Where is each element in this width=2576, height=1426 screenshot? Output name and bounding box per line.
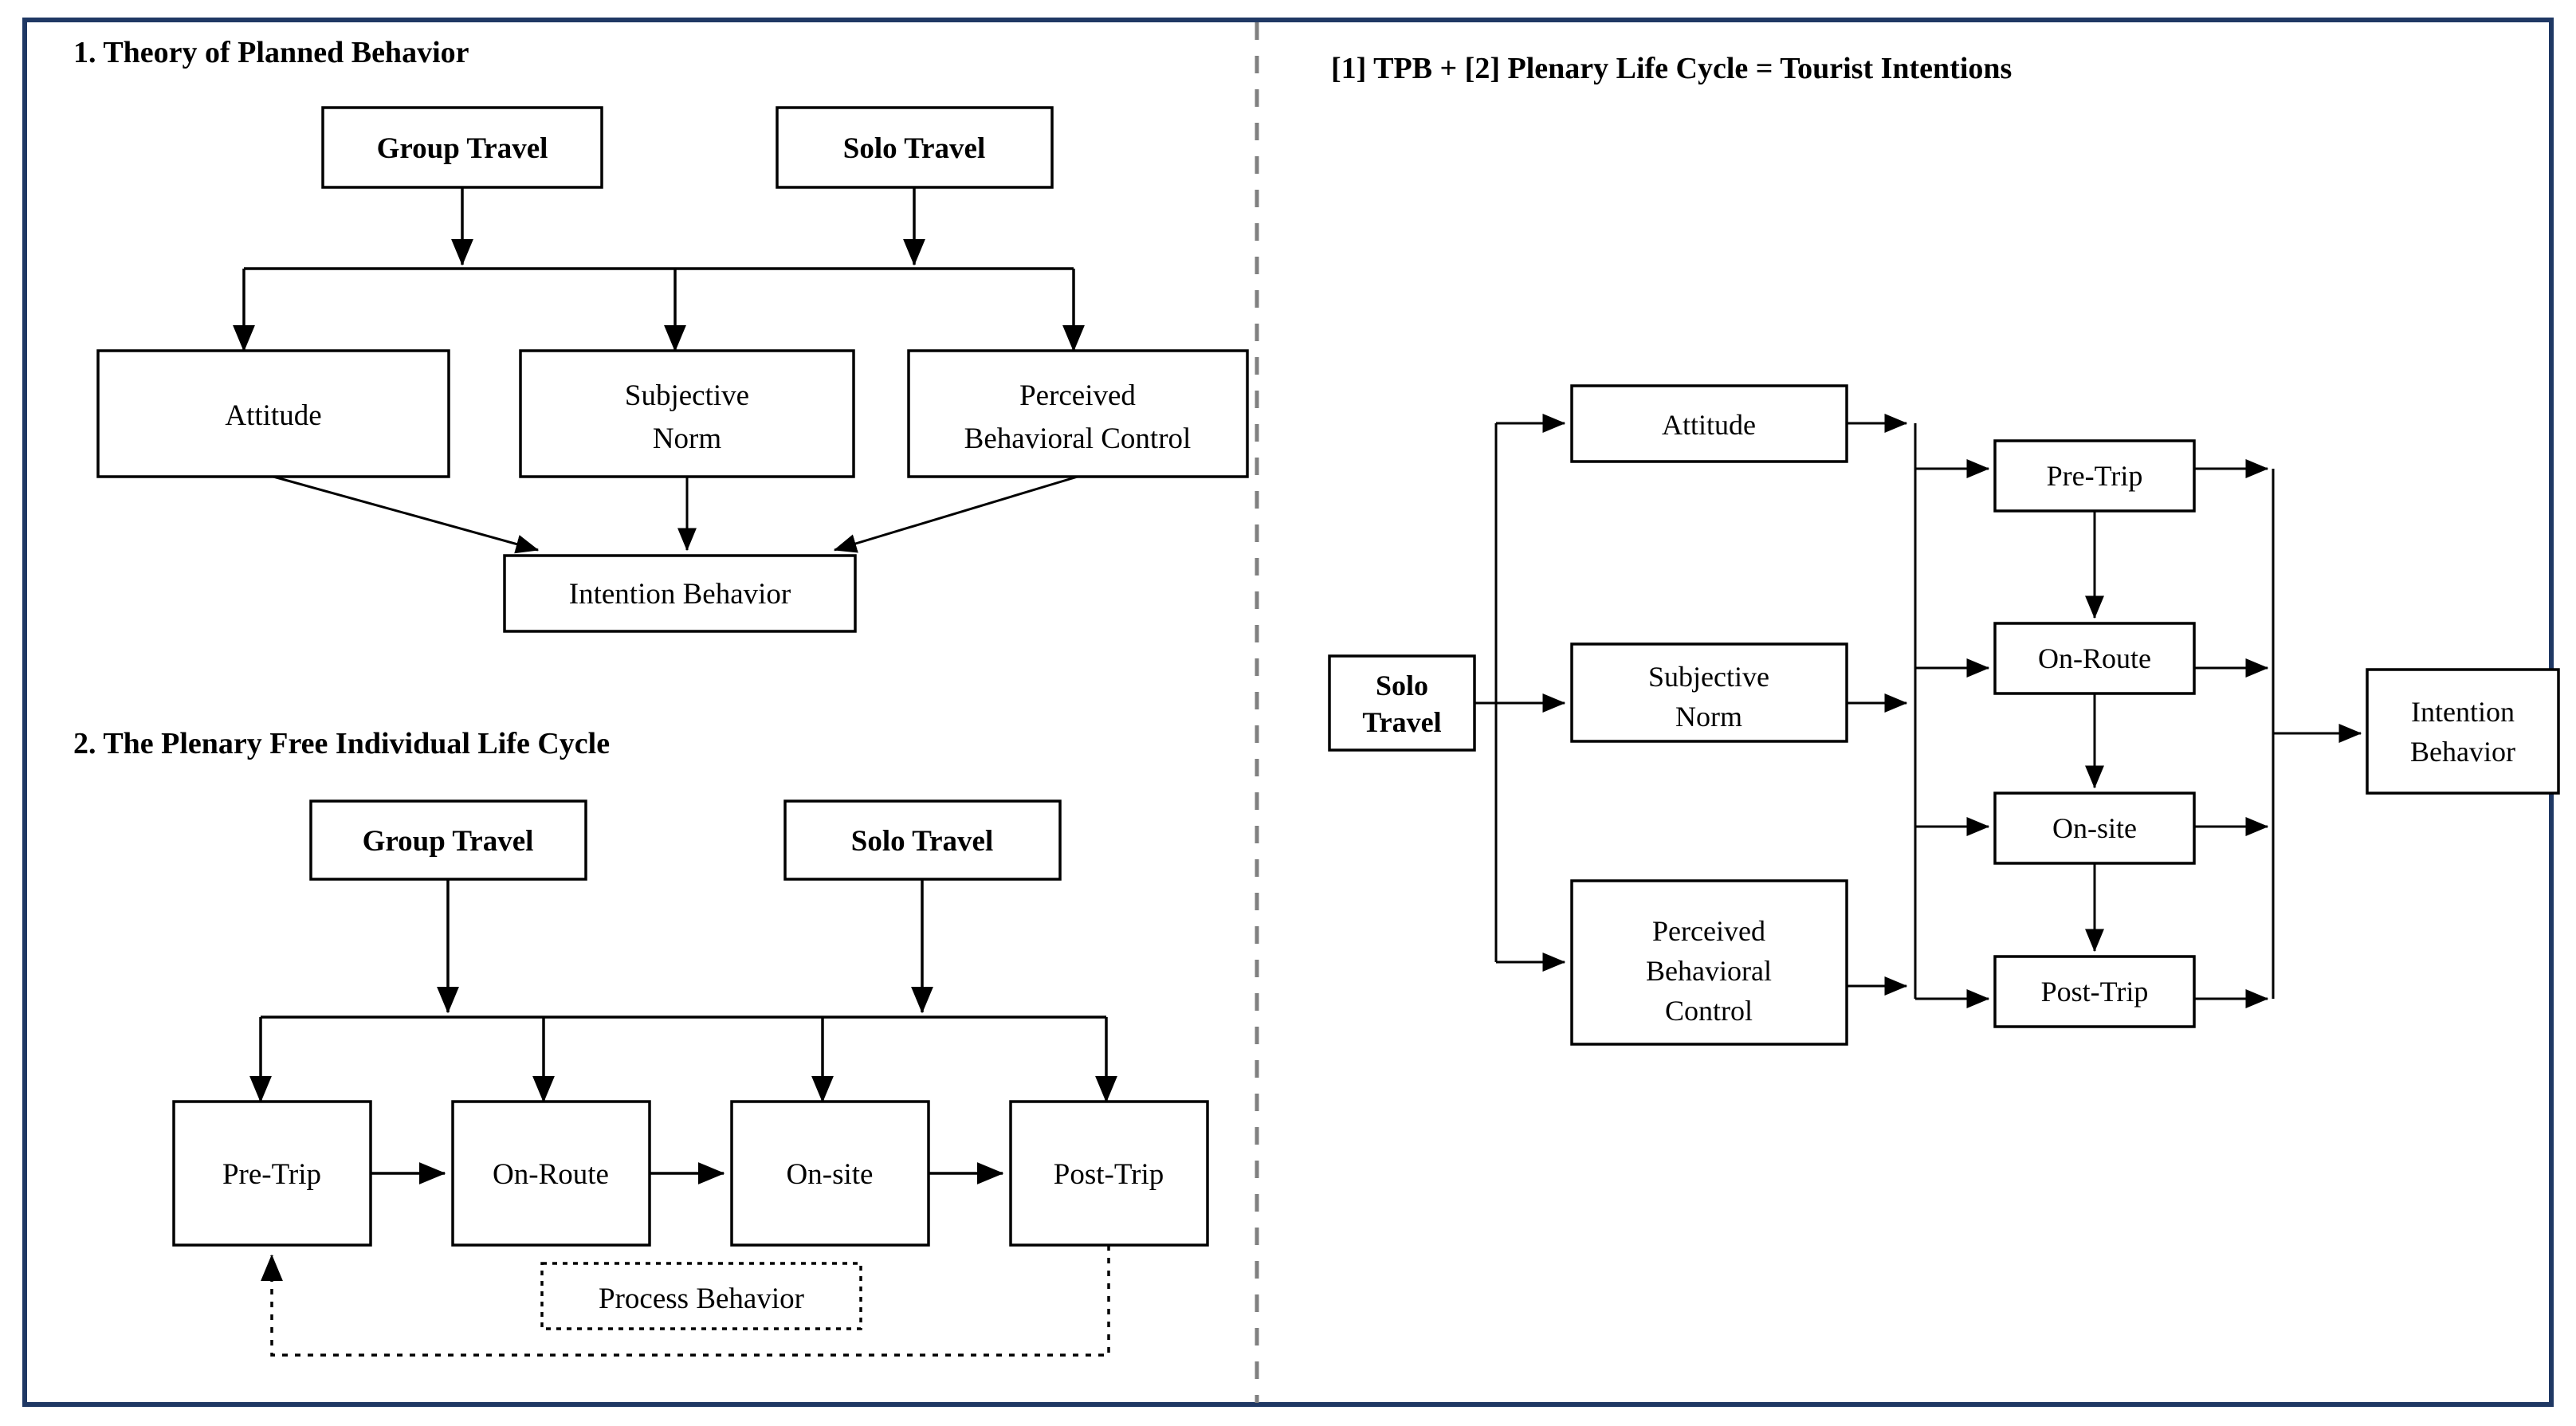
box-pbc-right <box>1570 879 1848 1046</box>
arrow-attitude-to-intention-s1 <box>273 475 540 554</box>
box-solo-travel-right <box>1328 654 1476 752</box>
box-pre-trip-s2 <box>172 1100 372 1247</box>
box-on-site-s2 <box>730 1100 930 1247</box>
box-pbc-s1 <box>907 349 1249 478</box>
box-attitude-right-label: Attitude <box>1662 409 1756 441</box>
box-attitude-s1-label: Attitude <box>225 399 321 432</box>
section1-heading: 1. Theory of Planned Behavior <box>73 36 469 69</box>
box-pbc-right-line1: Perceived <box>1652 915 1765 947</box>
box-on-route-right <box>1993 622 2196 695</box>
arrow-pbc-to-intention-s1 <box>833 475 1078 553</box>
box-subjective-norm-right <box>1570 642 1848 743</box>
box-subjective-norm-right-line1: Subjective <box>1648 661 1769 693</box>
box-intention-behavior-s1 <box>503 554 857 633</box>
box-post-trip-s2-label: Post-Trip <box>1054 1158 1164 1191</box>
box-pre-trip-right-label: Pre-Trip <box>2047 460 2143 492</box>
box-on-route-s2-label: On-Route <box>493 1158 609 1191</box>
box-group-travel-s2 <box>309 799 587 881</box>
box-subjective-norm-s1-line2: Norm <box>653 422 722 455</box>
box-attitude-right <box>1570 384 1848 463</box>
box-process-behavior-label: Process Behavior <box>599 1283 804 1315</box>
box-on-route-right-label: On-Route <box>2038 642 2151 674</box>
box-pre-trip-s2-label: Pre-Trip <box>222 1158 321 1191</box>
box-on-route-s2 <box>451 1100 651 1247</box>
box-pbc-s1-line1: Perceived <box>1019 379 1136 412</box>
box-intention-behavior-s1-label: Intention Behavior <box>569 578 791 611</box>
box-solo-travel-s2 <box>783 799 1062 881</box>
box-solo-travel-s1-label: Solo Travel <box>843 132 986 165</box>
box-intention-behavior-right <box>2366 668 2560 795</box>
box-pbc-right-line3: Control <box>1665 995 1753 1027</box>
box-post-trip-s2 <box>1009 1100 1209 1247</box>
box-post-trip-right <box>1993 955 2196 1028</box>
box-subjective-norm-s1 <box>519 349 855 478</box>
box-group-travel-s1-label: Group Travel <box>377 132 548 165</box>
box-pbc-s1-line2: Behavioral Control <box>964 422 1192 455</box>
box-subjective-norm-s1-line1: Subjective <box>625 379 749 412</box>
box-solo-travel-s2-label: Solo Travel <box>851 825 994 858</box>
box-solo-travel-s1 <box>776 106 1054 189</box>
box-pbc-right-line2: Behavioral <box>1646 955 1772 987</box>
section2-heading: 2. The Plenary Free Individual Life Cycl… <box>73 727 610 760</box>
box-on-site-right-label: On-site <box>2052 812 2137 844</box>
feedback-loop-post-to-pre <box>261 1245 1110 1357</box>
box-attitude-s1 <box>96 349 450 478</box>
box-process-behavior <box>540 1262 862 1330</box>
box-solo-travel-right-line1: Solo <box>1376 670 1428 701</box>
box-subjective-norm-right-line2: Norm <box>1675 701 1742 733</box>
box-solo-travel-right-line2: Travel <box>1362 706 1441 738</box>
box-group-travel-s1 <box>321 106 603 189</box>
right-panel-heading: [1] TPB + [2] Plenary Life Cycle = Touri… <box>1331 52 2012 85</box>
box-on-site-s2-label: On-site <box>787 1158 874 1191</box>
box-group-travel-s2-label: Group Travel <box>363 825 534 858</box>
box-intention-behavior-right-line1: Intention <box>2411 696 2515 728</box>
box-intention-behavior-right-line2: Behavior <box>2410 736 2515 768</box>
box-on-site-right <box>1993 792 2196 865</box>
box-post-trip-right-label: Post-Trip <box>2041 976 2149 1008</box>
